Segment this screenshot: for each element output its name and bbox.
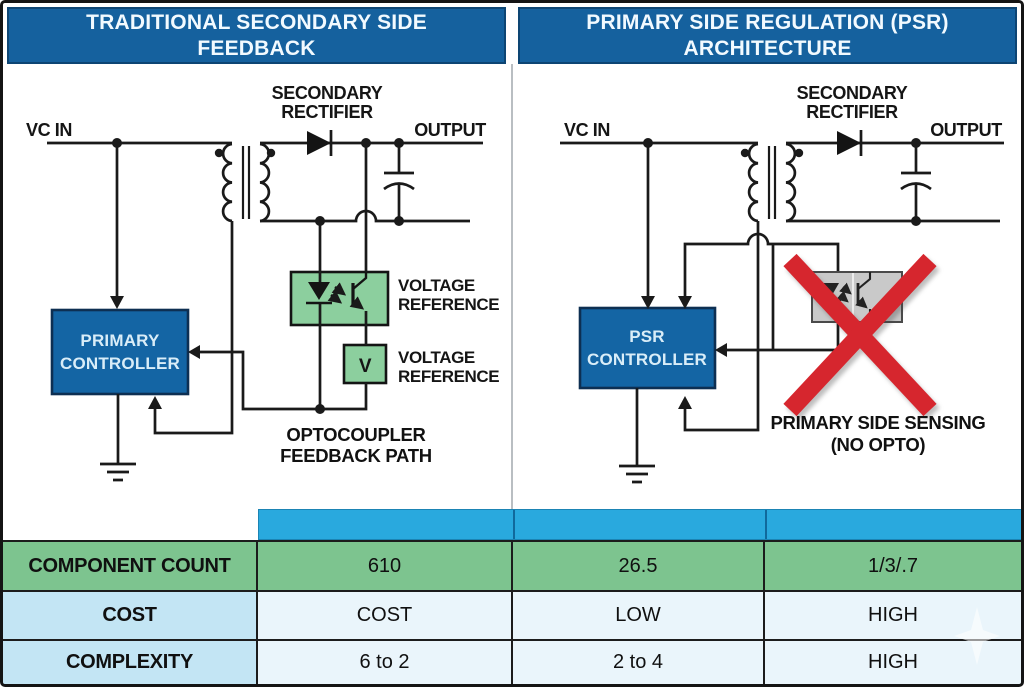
watermark-sparkle-icon — [954, 607, 1000, 665]
psr-controller-box: PSR CONTROLLER — [578, 306, 717, 390]
feedback-path-caption-line2: FEEDBACK PATH — [280, 445, 432, 466]
header-psr: PRIMARY SIDE REGULATION (PSR) ARCHITECTU… — [518, 7, 1017, 64]
complexity-traditional: 6 to 2 — [258, 641, 511, 684]
comparison-table: COMPONENT COUNT 610 26.5 1/3/.7 COST COS… — [3, 540, 1021, 684]
feedback-path-caption-line1: OPTOCOUPLER — [286, 424, 425, 445]
transformer-icon — [740, 142, 804, 223]
cost-psr-1: LOW — [513, 592, 763, 639]
controller-label-line2: CONTROLLER — [60, 354, 180, 373]
circuit-left: PRIMARY CONTROLLER VC IN SECONDARY RECTI… — [26, 83, 500, 482]
controller-label-line1: PRIMARY — [80, 331, 160, 350]
header-traditional-line2: FEEDBACK — [197, 36, 316, 60]
optocoupler-symbols — [306, 272, 368, 310]
arrowheads-right — [641, 296, 727, 409]
table-cyan-header-bar — [258, 509, 1022, 540]
secondary-rectifier-label-line2: RECTIFIER — [806, 102, 898, 122]
vref-label-line2: REFERENCE — [398, 367, 499, 386]
arrowheads-left — [110, 296, 200, 409]
circuit-right: PSR CONTROLLER — [560, 83, 1004, 484]
optocoupler-box — [289, 270, 390, 327]
opto-label-line2: REFERENCE — [398, 295, 499, 314]
transformer-icon — [214, 142, 276, 223]
junction-dots-right — [643, 138, 921, 226]
ground-icon — [619, 388, 655, 484]
output-label: OUTPUT — [414, 120, 486, 140]
complexity-psr-1: 2 to 4 — [513, 641, 763, 684]
ground-icon — [100, 394, 136, 482]
panel-divider — [511, 64, 513, 510]
controller-label-line2: CONTROLLER — [587, 350, 707, 369]
phototransistor-icon — [349, 272, 368, 310]
vc-in-label: VC IN — [564, 120, 610, 140]
row-label-complexity: COMPLEXITY — [3, 641, 256, 684]
cost-traditional: COST — [258, 592, 511, 639]
cyan-bar-divider — [513, 510, 515, 539]
primary-side-sensing-caption-line2: (NO OPTO) — [831, 434, 926, 455]
row-label-component-count: COMPONENT COUNT — [3, 542, 256, 590]
component-count-traditional: 610 — [258, 542, 511, 590]
wires-right — [560, 141, 1004, 432]
secondary-rectifier-label-line1: SECONDARY — [272, 83, 383, 103]
diode-icon — [837, 130, 863, 156]
row-label-cost: COST — [3, 592, 256, 639]
header-psr-line1: PRIMARY SIDE REGULATION (PSR) — [586, 10, 949, 34]
diode-icon — [307, 130, 333, 156]
capacitor-icon — [383, 143, 415, 221]
primary-side-sensing-caption-line1: PRIMARY SIDE SENSING — [770, 412, 985, 433]
header-traditional: TRADITIONAL SECONDARY SIDE FEEDBACK — [7, 7, 506, 64]
vc-in-label: VC IN — [26, 120, 72, 140]
component-count-psr-1: 26.5 — [513, 542, 763, 590]
opto-label-line1: VOLTAGE — [398, 276, 475, 295]
header-traditional-line1: TRADITIONAL SECONDARY SIDE — [86, 10, 427, 34]
cyan-bar-divider — [765, 510, 767, 539]
capacitor-icon — [900, 143, 932, 221]
primary-controller-box: PRIMARY CONTROLLER — [50, 308, 190, 396]
junction-dots-left — [112, 138, 404, 414]
output-label: OUTPUT — [930, 120, 1002, 140]
component-count-psr-2: 1/3/.7 — [765, 542, 1021, 590]
wires-left — [47, 141, 483, 435]
secondary-rectifier-label-line1: SECONDARY — [797, 83, 908, 103]
controller-label-line1: PSR — [629, 327, 665, 346]
photon-arrow-icon — [327, 290, 343, 304]
secondary-rectifier-label-line2: RECTIFIER — [281, 102, 373, 122]
vref-symbol: V — [359, 356, 372, 377]
red-x-icon — [783, 253, 937, 417]
header-psr-line2: ARCHITECTURE — [683, 36, 852, 60]
vref-label-line1: VOLTAGE — [398, 348, 475, 367]
